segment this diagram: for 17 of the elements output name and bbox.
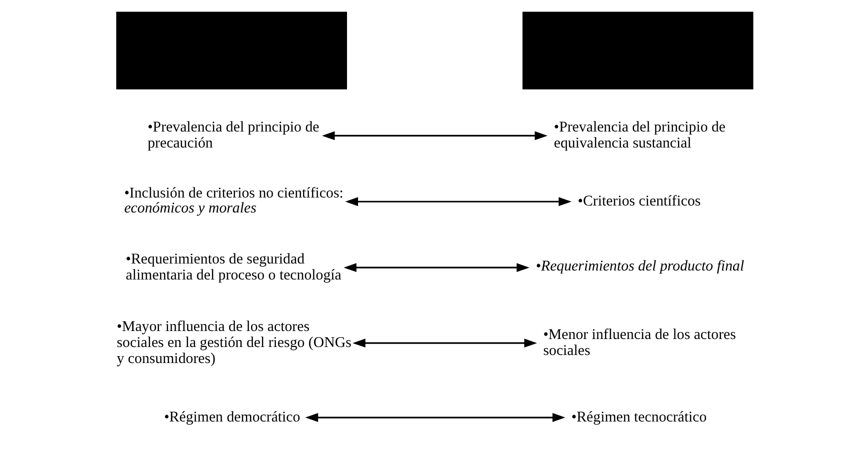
arrow (305, 413, 566, 422)
node-box (522, 12, 754, 90)
arrow (345, 197, 572, 206)
node-text: •Prevalencia del principio de precaución (148, 120, 320, 152)
node-text: •Inclusión de criterios no científicos: económicos y morales (124, 186, 344, 216)
node-text: •Requerimientos de seguridad alimentaria del proceso o tecnología (126, 252, 342, 284)
node-text: •Mayor influencia de los actores sociales en la gestión del riesgo (ONGs y consumidores) (116, 319, 352, 367)
node-text: •Criterios científicos (578, 194, 701, 210)
arrow (344, 263, 530, 272)
node-box (116, 12, 348, 90)
arrow (322, 131, 548, 140)
node-text: •Menor influencia de los actores sociales (543, 327, 736, 359)
node-text: •Régimen tecnocrático (571, 409, 707, 426)
arrow (352, 338, 538, 348)
node-text: •Requerimientos del producto final (536, 258, 744, 274)
node-text: •Prevalencia del principio de equivalencia sustancial (554, 120, 726, 152)
node-text: •Régimen democrático (164, 409, 300, 426)
